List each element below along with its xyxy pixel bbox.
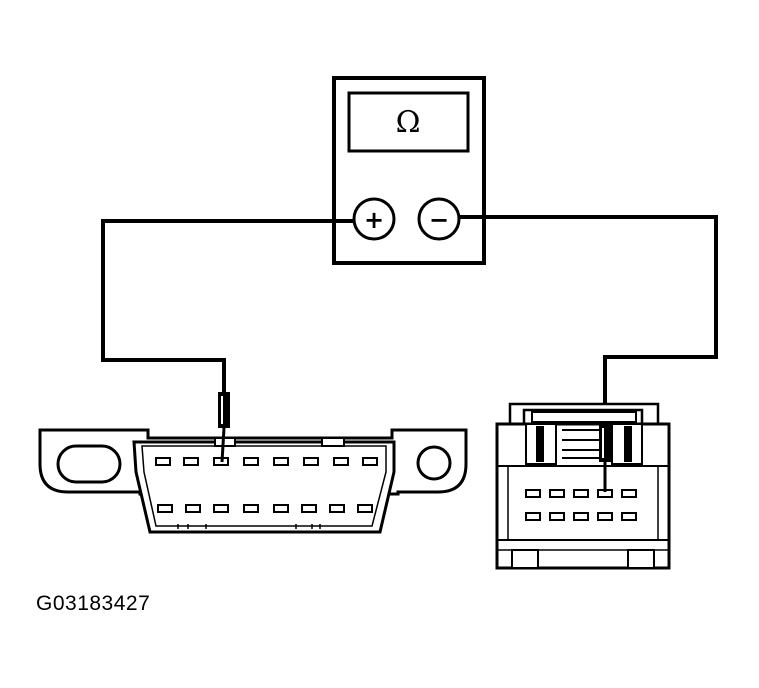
connector-pin [273, 457, 289, 466]
negative-probe [599, 424, 611, 492]
connector-pin [549, 512, 565, 521]
probe-grip-stripe [602, 428, 604, 458]
connector-pin [333, 457, 349, 466]
connector-body [132, 440, 396, 534]
connector-pin [185, 504, 201, 513]
base-tab [627, 549, 655, 569]
connector-latch [531, 411, 637, 423]
ohmmeter: Ω + − [332, 76, 486, 265]
connector-pin [329, 504, 345, 513]
connector-pin [549, 489, 565, 498]
ohm-symbol: Ω [396, 105, 421, 140]
data-link-connector [38, 392, 468, 534]
figure-id: G03183427 [36, 592, 151, 615]
connector-pin [621, 512, 637, 521]
positive-test-lead [101, 219, 354, 392]
lock-bar [624, 426, 632, 462]
connector-pin-row-bottom [157, 504, 373, 513]
module-pin-row-top [525, 489, 637, 498]
ohmmeter-display [347, 91, 470, 153]
connector-key [321, 437, 345, 447]
probe-handle [599, 424, 611, 462]
probe-grip-stripe [221, 396, 223, 424]
module-connector [495, 402, 671, 570]
connector-pin [357, 504, 373, 513]
left-mounting-hole [56, 444, 122, 484]
connector-pin [573, 512, 589, 521]
module-pin-row-bottom [525, 512, 637, 521]
probe-handle [218, 392, 230, 428]
base-tab [511, 549, 539, 569]
connector-pin [621, 489, 637, 498]
connector-pin [525, 489, 541, 498]
negative-terminal-label: − [429, 206, 449, 234]
positive-probe [218, 392, 230, 463]
connector-pin [243, 457, 259, 466]
connector-pin [525, 512, 541, 521]
lock-bar [536, 426, 544, 462]
connector-pin [157, 504, 173, 513]
pin-number-marks [177, 524, 321, 529]
connector-pin [213, 504, 229, 513]
connector-pin [362, 457, 378, 466]
positive-terminal-label: + [364, 206, 384, 234]
connector-pin [303, 457, 319, 466]
connector-pin [597, 512, 613, 521]
connector-inner-outline [141, 445, 387, 527]
connector-pin [273, 504, 289, 513]
negative-test-lead [459, 215, 718, 404]
connector-key [214, 437, 236, 447]
connector-pin [183, 457, 199, 466]
right-mounting-hole [416, 445, 452, 481]
connector-pin [301, 504, 317, 513]
connector-pin [155, 457, 171, 466]
probe-tip [220, 427, 226, 463]
connector-pin [243, 504, 259, 513]
lock-ribs [562, 429, 604, 459]
connector-pin [573, 489, 589, 498]
